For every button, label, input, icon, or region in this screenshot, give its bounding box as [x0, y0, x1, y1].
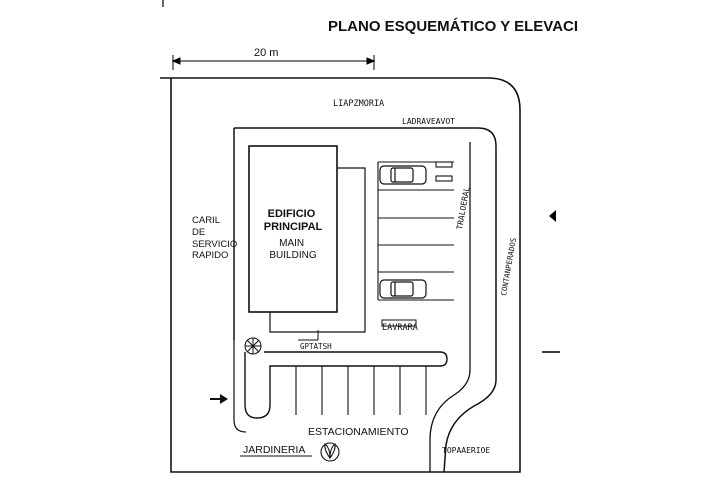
building-label-es-line: EDIFICIO — [268, 208, 316, 220]
building-label-es: EDIFICIO PRINCIPAL — [264, 208, 323, 233]
note-top: LIAPZMORIA — [333, 99, 384, 109]
lane-label-line: DE — [192, 227, 205, 238]
lane-label-line: CARIL — [192, 215, 220, 226]
note-far-right-vertical: CONTANPERADOS — [499, 236, 518, 296]
note-path: GPTATSH — [300, 342, 332, 351]
parking-marker — [381, 319, 417, 327]
parking-label: ESTACIONAMIENTO — [308, 426, 409, 438]
driveway-return — [429, 142, 471, 472]
parking-stalls-right — [377, 161, 454, 301]
parking-stalls-bottom — [295, 366, 427, 415]
note-right-vertical: TRALOERAL — [455, 186, 471, 230]
building-label-en: MAIN BUILDING — [269, 238, 316, 261]
tree-icon — [244, 337, 262, 355]
building-annex — [269, 167, 366, 333]
lane-label-line: RAPIDO — [192, 250, 228, 261]
dimension-label: 20 m — [254, 47, 278, 59]
garden-label: JARDINERIA — [243, 444, 305, 456]
note-top-right: LADRAVEAVOT — [402, 117, 455, 126]
entry-arrow-icon — [210, 394, 228, 404]
plant-icon — [320, 442, 340, 462]
car-icon — [379, 279, 427, 299]
lane-label: CARIL DE SERVICIO RAPIDO — [192, 215, 240, 261]
note-bottom-right: TOPAAERIOE — [442, 446, 490, 455]
lane-label-line: SERVICIO — [192, 239, 237, 250]
dimension-line — [171, 55, 376, 70]
driveway-outer-edge — [234, 127, 497, 473]
site-boundary — [160, 77, 521, 473]
car-icon — [379, 165, 427, 185]
west-lane — [233, 340, 247, 433]
page-title: PLANO ESQUEMÁTICO Y ELEVACI — [328, 18, 578, 35]
building-label-en-line: BUILDING — [269, 250, 316, 261]
right-edge-marker — [549, 210, 556, 222]
lower-aisle — [244, 351, 448, 419]
main-building — [248, 145, 338, 313]
building-label-es-line: PRINCIPAL — [264, 221, 323, 233]
building-label-en-line: MAIN — [279, 238, 304, 249]
note-parking: EAVRARA — [382, 323, 418, 333]
footpath — [298, 330, 319, 341]
